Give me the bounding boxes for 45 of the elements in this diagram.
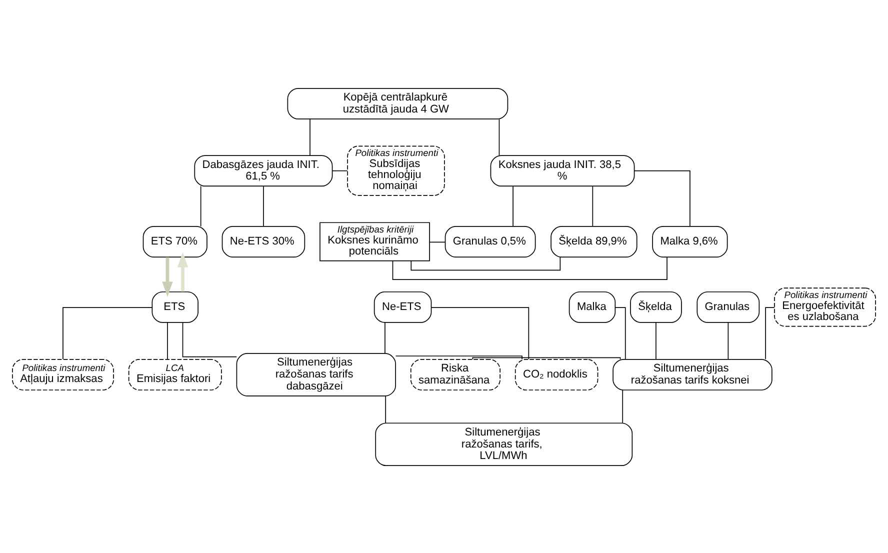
node-box: Politikas instrumenti Energoefektivitāt es uzlabošana: [774, 287, 876, 326]
connector: [765, 306, 775, 360]
node-box: Ilgtspējības kritēriji Koksnes kurināmo potenciāls: [320, 222, 430, 261]
connector: [395, 355, 522, 360]
connector: [332, 170, 348, 171]
node-box: Politikas instrumenti Atļauju izmaksas: [12, 358, 114, 390]
connector: [728, 322, 729, 360]
node-box: Malka 9,6%: [652, 226, 728, 257]
connector: [634, 170, 690, 226]
connector: [472, 356, 621, 360]
node-box: ETS: [152, 290, 198, 322]
connector: [384, 322, 386, 354]
node-box: Kopējā centrālapkurē uzstādītā jauda 4 GW: [287, 87, 508, 119]
node-box: Siltumenerģijas ražošanas tarifs koksnei: [612, 358, 772, 390]
connector: [385, 395, 386, 423]
node-box: Šķelda 89,9%: [550, 226, 638, 257]
connector: [200, 185, 202, 226]
connector: [592, 185, 594, 226]
node-box: Siltumenerģijas ražošanas tarifs, LVL/MWh: [375, 422, 633, 466]
node-box: CO₂ nodoklis: [514, 358, 598, 390]
node-box: Ne-ETS 30%: [222, 226, 306, 257]
node-box: Granulas: [696, 290, 760, 322]
connector: [430, 306, 530, 360]
arrow: [162, 256, 173, 296]
connector: [263, 185, 264, 226]
node-box: Koksnes jauda INIT. 38,5 %: [490, 154, 635, 186]
node-box: Siltumenerģijas ražošanas tarifs dabasgāzei: [236, 352, 396, 396]
arrow: [177, 251, 188, 292]
node-box: ETS 70%: [142, 226, 208, 257]
connector: [62, 306, 153, 360]
connector: [429, 241, 446, 242]
node-box: Malka: [568, 290, 616, 322]
node-box: Politikas instrumenti Subsīdijas tehnoloģiju nomaiņai: [347, 145, 445, 196]
connector: [512, 185, 514, 226]
node-box: Šķelda: [630, 290, 682, 322]
node-box: Granulas 0,5%: [444, 226, 536, 257]
connector: [622, 389, 624, 423]
node-box: LCA Emisijas faktori: [128, 358, 222, 390]
connector: [167, 322, 168, 360]
node-box: Riska samazināšana: [410, 358, 500, 390]
node-box: Dabasgāzes jauda INIT. 61,5 %: [194, 154, 333, 186]
node-box: Ne-ETS: [374, 290, 432, 322]
connector: [498, 118, 500, 156]
connector: [392, 256, 668, 280]
connector: [182, 322, 238, 357]
